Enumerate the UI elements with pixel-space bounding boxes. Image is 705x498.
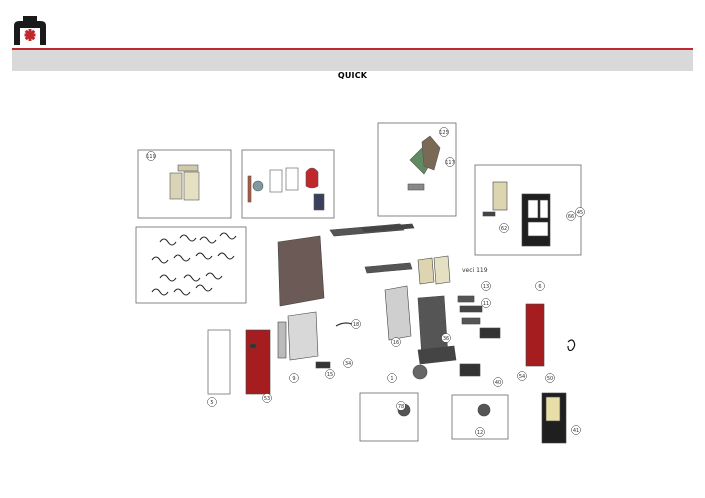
brand-logo [14,16,46,45]
inset-box-bricks [137,149,232,219]
inset-box-accessories [241,149,335,219]
svg-text:34: 34 [345,361,351,367]
svg-text:40: 40 [495,380,501,386]
callout-11: 11 [481,298,491,308]
svg-text:1: 1 [390,376,393,382]
header-red-rule [12,48,693,50]
inset-box-valve [377,122,457,217]
callout-40: 40 [493,377,503,387]
callout-54: 54 [517,371,527,381]
callout-36: 36 [441,333,451,343]
svg-text:119: 119 [146,154,156,160]
svg-text:62: 62 [501,226,507,232]
callout-18: 18 [351,319,361,329]
svg-text:53: 53 [264,396,270,402]
callout-1: 1 [387,373,397,383]
header-band [12,50,693,71]
svg-text:50: 50 [547,376,553,382]
svg-text:78: 78 [398,404,404,410]
callout-13: 13 [481,281,491,291]
svg-text:18: 18 [353,322,359,328]
svg-text:54: 54 [519,374,525,380]
page-title: QUICK [337,71,368,80]
callouts: 119 62 117 125 66 13 11 34 15 16 40 1 50… [146,127,585,437]
svg-text:125: 125 [439,130,449,136]
svg-text:36: 36 [443,336,449,342]
main-assembly [207,223,576,444]
callout-78: 78 [396,401,406,411]
svg-text:13: 13 [483,284,489,290]
callout-15: 15 [325,369,335,379]
callout-6: 6 [535,281,545,291]
callout-53: 53 [262,393,272,403]
callout-16: 16 [391,337,401,347]
inset-accessories [247,167,325,211]
inset-valve [407,135,441,191]
callout-117: 117 [445,157,455,167]
exploded-parts-diagram: veci 119 119 62 117 125 66 13 11 34 15 1… [135,122,585,444]
svg-text:9: 9 [292,376,295,382]
svg-text:66: 66 [568,214,574,220]
svg-text:6: 6 [538,284,541,290]
callout-50: 50 [545,373,555,383]
svg-text:16: 16 [393,340,399,346]
callout-45: 45 [575,207,585,217]
callout-12: 12 [475,427,485,437]
svg-text:117: 117 [445,160,455,166]
svg-text:12: 12 [477,430,483,436]
inset-springs [151,232,237,296]
svg-text:15: 15 [327,372,333,378]
svg-text:5: 5 [210,400,213,406]
callout-119: 119 [146,151,156,161]
callout-9: 9 [289,373,299,383]
svg-text:45: 45 [577,210,583,216]
svg-text:41: 41 [573,428,579,434]
inset-box-springs [135,226,247,304]
callout-125: 125 [439,127,449,137]
inset-label: veci 119 [462,267,488,274]
callout-41: 41 [571,425,581,435]
svg-text:11: 11 [483,301,489,307]
callout-34: 34 [343,358,353,368]
inset-bricks [169,164,200,201]
callout-5: 5 [207,397,217,407]
inset-box-motor [359,392,419,442]
inset-door [482,181,551,247]
inset-box-fan [451,394,509,440]
callout-66: 66 [566,211,576,221]
callout-62: 62 [499,223,509,233]
